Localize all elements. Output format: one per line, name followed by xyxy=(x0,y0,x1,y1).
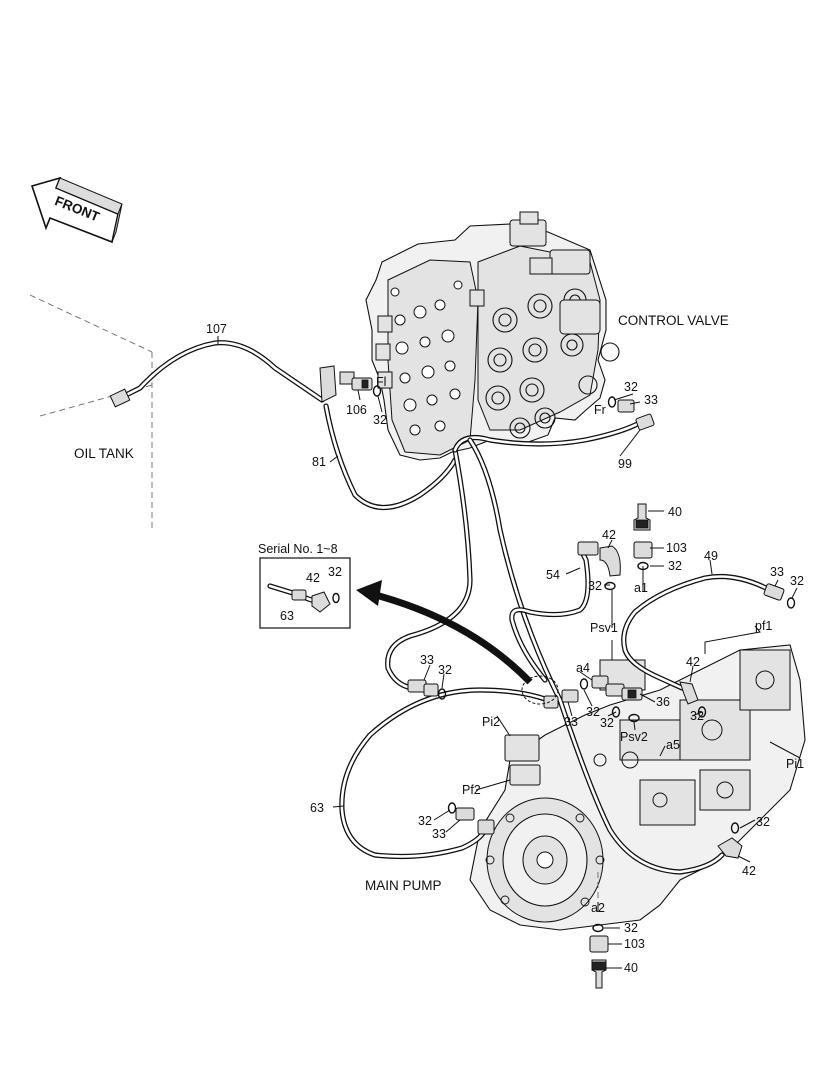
label-32-lower-right: 32 xyxy=(756,815,770,829)
inset-part-32: 32 xyxy=(328,565,342,579)
label-42-mid: 42 xyxy=(602,528,616,542)
label-42-right: 42 xyxy=(686,655,700,669)
label-81: 81 xyxy=(312,455,326,469)
label-107: 107 xyxy=(206,322,227,336)
label-103-top: 103 xyxy=(666,541,687,555)
hose-107 xyxy=(117,340,325,403)
oil-tank-outline xyxy=(29,294,153,530)
main-pump xyxy=(469,644,806,931)
label-port-pi2: Pi2 xyxy=(482,715,500,729)
hose-49 xyxy=(621,573,773,691)
label-32-top: 32 xyxy=(668,559,682,573)
label-port-fr: Fr xyxy=(594,403,606,417)
label-32-center-b: 32 xyxy=(600,716,614,730)
label-106: 106 xyxy=(346,403,367,417)
label-32-bottom: 32 xyxy=(624,921,638,935)
label-32-right-b: 32 xyxy=(690,709,704,723)
control-valve xyxy=(365,211,620,461)
control-valve-label: CONTROL VALVE xyxy=(618,313,729,328)
label-32-center-a: 32 xyxy=(586,705,600,719)
label-54: 54 xyxy=(546,568,560,582)
inset-part-42: 42 xyxy=(306,571,320,585)
label-port-a1: a1 xyxy=(634,581,648,595)
hose-long-diagonal xyxy=(467,437,725,875)
label-port-pf1: pf1 xyxy=(755,619,772,633)
label-99: 99 xyxy=(618,457,632,471)
hose-63 xyxy=(339,687,551,860)
label-port-a4: a4 xyxy=(576,661,590,675)
label-32-left: 32 xyxy=(438,663,452,677)
front-arrow: FRONT xyxy=(30,176,123,244)
label-port-pi1: Pi1 xyxy=(786,757,804,771)
label-36: 36 xyxy=(656,695,670,709)
label-33-left: 33 xyxy=(420,653,434,667)
label-port-a5: a5 xyxy=(666,738,680,752)
part-labels: 107 81 106 32 Fl 32 33 Fr 99 40 103 32 4… xyxy=(206,322,804,975)
label-63: 63 xyxy=(310,801,324,815)
label-port-fl: Fl xyxy=(376,375,386,389)
label-32-right: 32 xyxy=(790,574,804,588)
label-40-bottom: 40 xyxy=(624,961,638,975)
label-33-fr: 33 xyxy=(644,393,658,407)
label-port-psv2: Psv2 xyxy=(620,730,648,744)
label-port-pf2: Pf2 xyxy=(462,783,481,797)
hose-54 xyxy=(509,545,591,683)
main-pump-label: MAIN PUMP xyxy=(365,878,442,893)
label-32-pump: 32 xyxy=(418,814,432,828)
oil-tank-label: OIL TANK xyxy=(74,446,134,461)
label-42-lower-right: 42 xyxy=(742,864,756,878)
inset-title: Serial No. 1~8 xyxy=(258,542,338,556)
label-49: 49 xyxy=(704,549,718,563)
label-33-center: 33 xyxy=(564,715,578,729)
detail-arrow xyxy=(356,580,559,705)
label-33-pump: 33 xyxy=(432,827,446,841)
label-port-a2: a2 xyxy=(591,901,605,915)
label-32-mid: 32 xyxy=(588,579,602,593)
label-32-fr: 32 xyxy=(624,380,638,394)
label-32-fl: 32 xyxy=(373,413,387,427)
label-40-top: 40 xyxy=(668,505,682,519)
hose-lower-left-loop xyxy=(385,447,473,691)
label-port-psv1: Psv1 xyxy=(590,621,618,635)
fittings xyxy=(109,365,796,989)
label-103-bottom: 103 xyxy=(624,937,645,951)
leader-lines xyxy=(217,336,801,969)
hoses xyxy=(117,340,773,875)
label-33-right: 33 xyxy=(770,565,784,579)
serial-inset xyxy=(259,557,351,629)
inset-part-63: 63 xyxy=(280,609,294,623)
hose-81 xyxy=(323,403,458,510)
